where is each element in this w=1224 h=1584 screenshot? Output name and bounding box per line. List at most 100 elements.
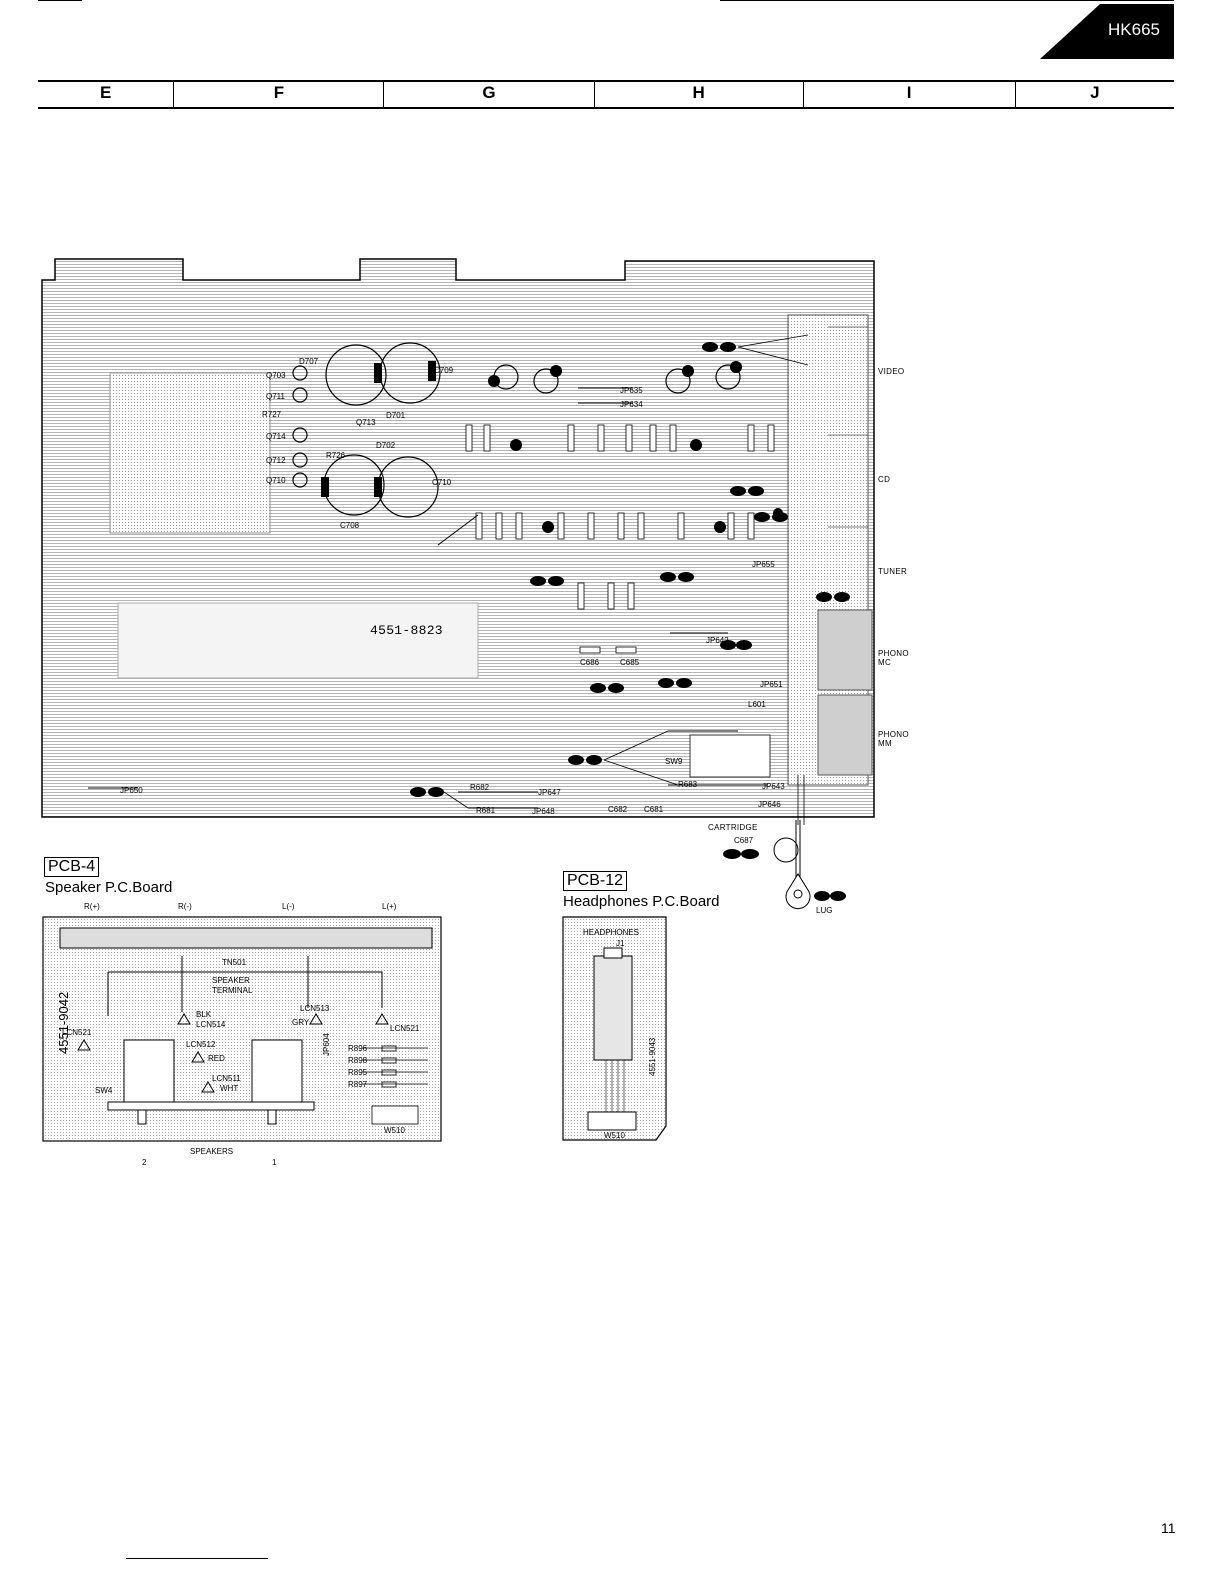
component-label: C687 [734,836,754,845]
component-label: C708 [340,521,360,530]
component-label: C682 [608,805,628,814]
pcb4-label: SPEAKER [212,976,250,985]
column-label: H [595,82,804,107]
speakers-label: SPEAKERS [190,1147,234,1156]
component-label: R726 [326,451,346,460]
transistor [533,368,559,394]
pcb4-tag: PCB-4 [44,857,100,877]
speaker-pcb-diagram [42,916,442,1142]
pcb12-title: Headphones P.C.Board [563,893,720,910]
pcb4-label: RED [208,1054,225,1063]
component-label: Q711 [266,392,285,401]
component-label: JP642 [706,636,729,645]
component-label: R681 [476,806,496,815]
cartridge-cable [723,820,846,910]
pcb4-label: R898 [348,1056,368,1065]
component-label: Q713 [356,418,376,427]
component-label: C681 [644,805,664,814]
pcb4-label: TERMINAL [212,986,253,995]
headphones-jack-id: J1 [616,939,625,948]
pcb4-label: W510 [384,1126,405,1135]
terminal-label: R(+) [84,902,100,911]
pcb4-label: GRY [292,1018,310,1027]
pcb4-label: JP604 [322,1033,331,1056]
transistor [292,452,308,468]
connector-label-tuner: TUNER [878,567,908,576]
pcb12-board-number: 4551-9043 [648,1037,657,1076]
transistor [665,368,691,394]
page-number: 11 [1161,1520,1176,1536]
main-board-number: 4551-8823 [370,623,443,638]
column-label: I [804,82,1016,107]
headphones-jack-label: HEADPHONES [583,928,640,937]
component-label: D701 [386,411,406,420]
top-rule-left [38,0,82,1]
pcb4-label: SW4 [95,1086,113,1095]
main-pcb-diagram [41,258,875,825]
component-label: SW9 [665,757,683,766]
top-rule-right [720,0,1174,1]
connector-label-phono-mc: PHONO MC [878,649,909,667]
transistor [292,387,308,403]
component-label: C709 [434,366,454,375]
pcb4-label: LCN514 [196,1020,226,1029]
component-label: JP650 [120,786,143,795]
component-label: D707 [299,357,319,366]
pcb4-label: LCN521 [390,1024,420,1033]
column-label: J [1090,83,1100,102]
component-label: JP643 [762,782,785,791]
component-label: R727 [262,410,282,419]
pcb4-label: LCN511 [212,1074,241,1083]
component-label: C686 [580,658,600,667]
sw9-box [689,734,771,778]
pcb4-label: R897 [348,1080,368,1089]
terminal-label: L(+) [382,902,397,911]
transistor [292,472,308,488]
transistor [715,364,741,390]
component-label: JP651 [760,680,783,689]
component-label: Q710 [266,476,286,485]
transistor [292,365,308,381]
pcb4-title: Speaker P.C.Board [45,879,173,896]
speakers-1-label: 1 [272,1158,277,1167]
component-label: JP647 [538,788,561,797]
component-label: JP646 [758,800,781,809]
transistor [292,427,308,443]
component-label: L601 [748,700,766,709]
column-index-bar: E F G H I J [38,80,1174,109]
component-label: D702 [376,441,396,450]
speakers-2-label: 2 [142,1158,147,1167]
pcb4-label: LCN513 [300,1004,330,1013]
column-label: E [38,82,175,107]
column-label: G [384,82,595,107]
component-label: JP634 [620,400,643,409]
component-label: JP655 [752,560,775,569]
pcb12-tag: PCB-12 [563,871,628,891]
pcb4-label: LCN512 [186,1040,216,1049]
component-label: C685 [620,658,640,667]
component-label: LUG [816,906,833,915]
pcb4-label: WHT [220,1084,239,1093]
pcb4-label: BLK [196,1010,212,1019]
component-label: JP635 [620,386,643,395]
pcb4-label: R895 [348,1068,368,1077]
pcb4-label: TN501 [222,958,247,967]
component-label: Q712 [266,456,286,465]
component-label: R683 [678,780,698,789]
cartridge-label: CARTRIDGE [708,823,758,832]
bottom-rule [126,1558,268,1559]
component-label: R682 [470,783,490,792]
connector-label-video: VIDEO [878,367,905,376]
terminal-label: R(-) [178,902,192,911]
model-badge-text: HK665 [1108,20,1160,39]
component-label: C710 [432,478,452,487]
headphones-pcb-diagram [562,916,667,1141]
component-label: Q703 [266,371,286,380]
phono-mc-jack [817,609,873,691]
label-area [117,602,479,679]
pcb4-label: R896 [348,1044,368,1053]
terminal-label: L(-) [282,902,295,911]
pcb4-label: LCN521 [62,1028,92,1037]
connector-label-cd: CD [878,475,891,484]
capacitor [325,344,387,406]
